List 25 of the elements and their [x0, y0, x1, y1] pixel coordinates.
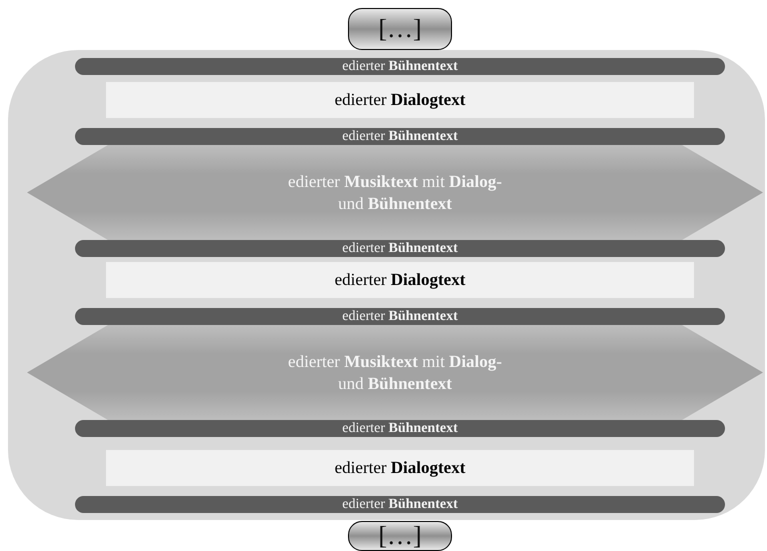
band-text: edierter Bühnentext — [342, 128, 458, 145]
dialog-text-band — [106, 262, 694, 298]
band-text: edierter Bühnentext — [342, 420, 458, 437]
stage-text-bar — [75, 308, 725, 325]
band-text: edierter Bühnentext — [342, 496, 458, 513]
band-text: edierter Bühnentext — [342, 58, 458, 75]
container-panel — [8, 50, 765, 520]
band-text: edierter Bühnentext — [342, 240, 458, 257]
band-text: […] — [378, 14, 422, 44]
ellipsis-box — [348, 8, 452, 50]
band-text: edierter Dialogtext — [334, 270, 466, 290]
band-text: edierter Musiktext mit Dialog- und Bühnentext — [287, 170, 503, 214]
stage-text-bar — [75, 420, 725, 437]
band-text: edierter Dialogtext — [334, 458, 466, 478]
band-text: […] — [378, 521, 422, 551]
stage-text-bar — [75, 240, 725, 257]
ellipsis-box — [348, 521, 452, 551]
dialog-text-band — [106, 450, 694, 486]
stage-text-bar — [75, 58, 725, 75]
band-text: edierter Musiktext mit Dialog- und Bühnentext — [287, 350, 503, 394]
dialog-text-band — [106, 82, 694, 118]
stage-text-bar — [75, 128, 725, 145]
band-text: edierter Bühnentext — [342, 308, 458, 325]
band-text: edierter Dialogtext — [334, 90, 466, 110]
stage-text-bar — [75, 496, 725, 513]
